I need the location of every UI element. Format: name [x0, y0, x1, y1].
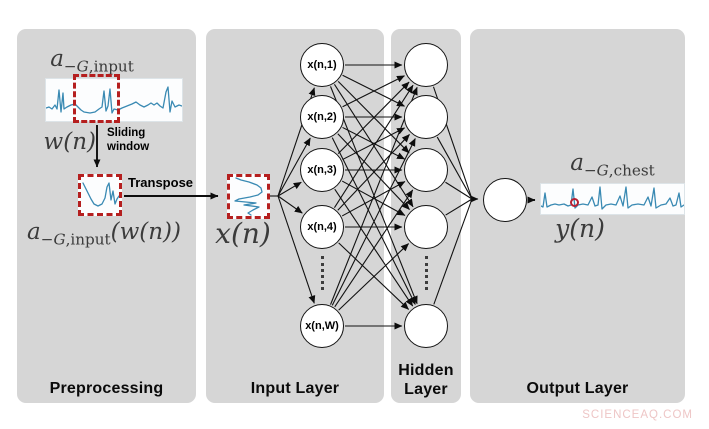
input-signal-waveform	[46, 86, 182, 114]
input-vector-waveform	[234, 177, 263, 216]
title-output-layer: Output Layer	[526, 380, 629, 397]
output-signal-waveform	[541, 186, 684, 210]
output-node	[483, 178, 527, 222]
window-segment-waveform	[82, 182, 120, 207]
plot-input-vector	[227, 174, 270, 219]
input-node-1: x(n,1)	[300, 43, 344, 87]
plot-window-segment	[78, 174, 122, 216]
label-a-input: a−G,input	[50, 46, 134, 76]
label-transpose: Transpose	[128, 175, 194, 190]
label-window-fn: w(n)	[43, 129, 96, 155]
input-node-2: x(n,2)	[300, 95, 344, 139]
label-sliding-window: Sliding window	[107, 127, 150, 153]
watermark: SCIENCEAQ.COM	[582, 409, 693, 421]
input-node-4: x(n,4)	[300, 205, 344, 249]
hidden-node-5	[404, 304, 448, 348]
input-node-3: x(n,3)	[300, 148, 344, 192]
title-input-layer: Input Layer	[250, 380, 340, 397]
hidden-node-4	[404, 205, 448, 249]
title-hidden-layer: Hidden Layer	[398, 362, 454, 398]
plot-output-signal	[540, 183, 685, 215]
sliding-window-rect	[73, 74, 120, 123]
hidden-node-1	[404, 43, 448, 87]
vertical-ellipsis-icon	[425, 256, 428, 290]
vertical-ellipsis-icon	[321, 256, 324, 290]
anomaly-marker-icon	[570, 198, 579, 207]
hidden-node-2	[404, 95, 448, 139]
hidden-node-3	[404, 148, 448, 192]
label-a-input-windowed: a−G,input(w(n))	[27, 219, 181, 249]
label-a-chest: a−G,chest	[570, 150, 655, 180]
input-node-w: x(n,W)	[300, 304, 344, 348]
label-input-vector: x(n)	[215, 217, 271, 250]
label-output-fn: y(n)	[555, 214, 605, 243]
plot-input-signal	[45, 78, 183, 122]
title-preprocessing: Preprocessing	[49, 380, 164, 397]
